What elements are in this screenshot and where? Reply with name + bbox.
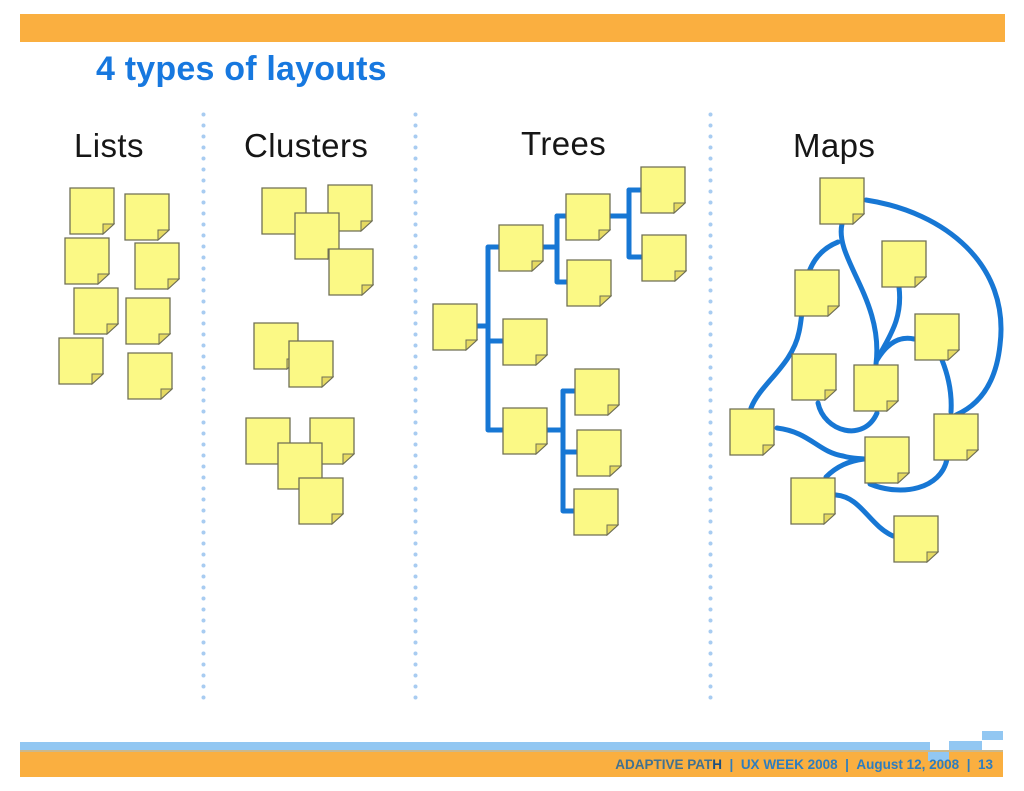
map-connector — [748, 239, 841, 411]
footer-brand-h: H — [712, 757, 723, 772]
footer-pixel-block — [928, 752, 949, 761]
column-separator — [708, 112, 713, 702]
tree-connector — [554, 213, 569, 285]
footer-separator: | — [837, 757, 857, 772]
column-header-maps: Maps — [793, 127, 876, 164]
map-connector — [874, 335, 917, 363]
footer-separator: | — [722, 757, 741, 772]
map-connector — [833, 492, 896, 539]
map-connector — [815, 400, 880, 434]
column-separator — [201, 112, 206, 702]
footer-tan-line — [20, 750, 1003, 752]
map-connector — [867, 456, 950, 493]
footer-blue-strip — [20, 742, 930, 750]
map-connector — [863, 197, 1004, 418]
tree-connector — [626, 187, 644, 260]
footer-separator: | — [959, 757, 978, 772]
column-header-trees: Trees — [521, 125, 607, 162]
footer-orange-bar — [20, 752, 1003, 777]
tree-connector — [607, 187, 643, 219]
map-connector — [939, 357, 954, 415]
footer-pixel-block — [982, 731, 1003, 740]
column-header-lists: Lists — [74, 127, 144, 164]
top-accent-bar — [20, 14, 1005, 42]
footer-page-number: 13 — [977, 757, 993, 772]
slide-title: 4 types of layouts — [96, 50, 387, 88]
footer-brand: ADAPTIVE PAT — [615, 757, 713, 772]
map-connector — [838, 221, 880, 367]
footer-event: UX WEEK 2008 — [740, 757, 838, 772]
column-separator — [413, 112, 418, 702]
footer-pixel-block — [949, 741, 982, 750]
tree-connector — [560, 388, 576, 514]
footer-date: August 12, 2008 — [856, 757, 960, 772]
map-connector — [823, 456, 867, 480]
tree-connector — [540, 213, 568, 250]
column-header-clusters: Clusters — [244, 127, 369, 164]
